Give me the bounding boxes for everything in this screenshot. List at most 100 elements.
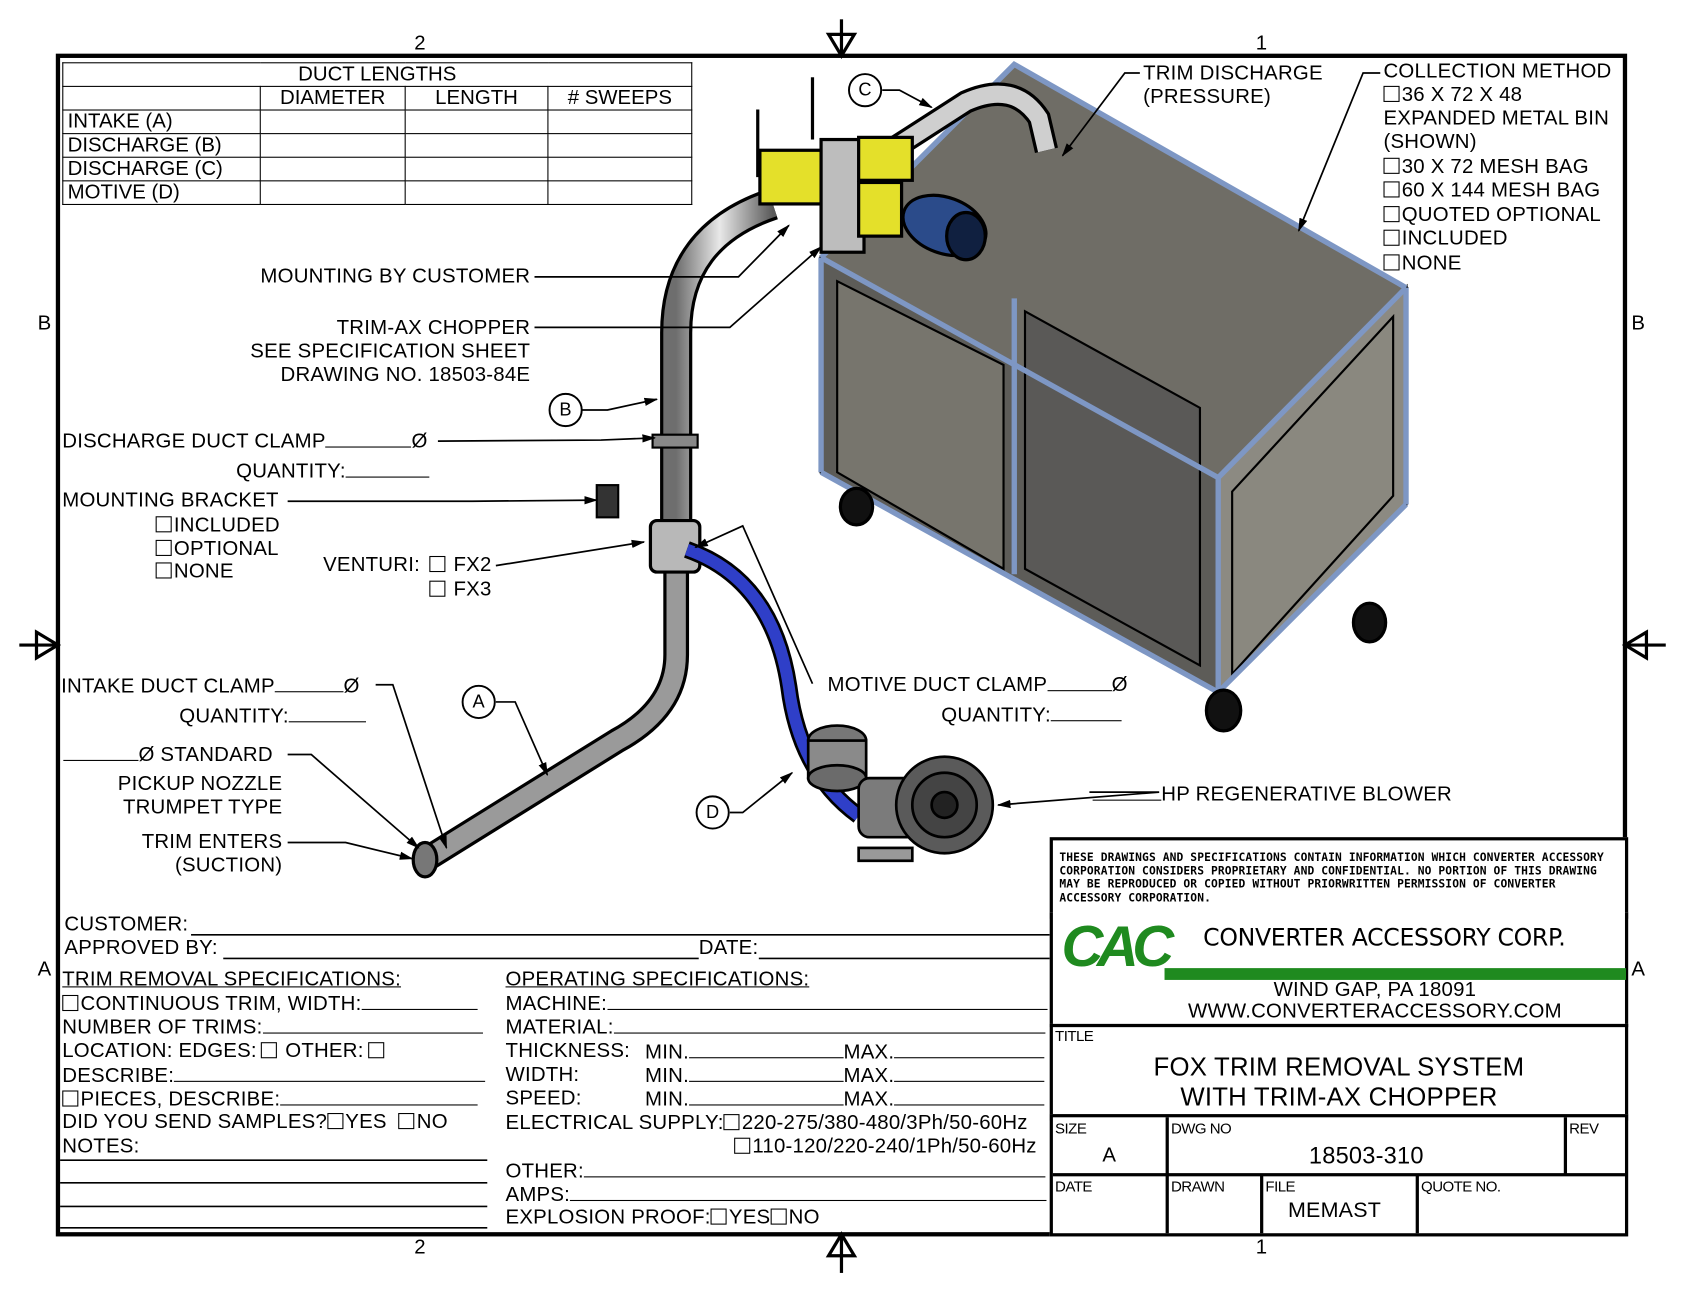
balloon-b-label: B — [559, 399, 572, 420]
length-cell[interactable] — [404, 133, 549, 158]
field-label: DESCRIBE: — [62, 1064, 175, 1088]
checkbox[interactable] — [1383, 229, 1400, 246]
checkbox[interactable] — [155, 562, 172, 579]
intake-quantity-blank[interactable] — [288, 704, 367, 723]
min-label: MIN. — [645, 1088, 689, 1111]
field-blank[interactable] — [570, 1183, 1047, 1202]
option-label: 60 X 144 MESH BAG — [1401, 179, 1601, 202]
duct-col-diameter: DIAMETER — [259, 85, 406, 111]
company-name: CONVERTER ACCESSORY CORP. — [1203, 925, 1566, 953]
blower-hp-blank[interactable] — [1092, 782, 1162, 801]
checkbox[interactable] — [710, 1208, 727, 1225]
balloon-d — [695, 795, 730, 830]
option-label: 30 X 72 MESH BAG — [1401, 155, 1589, 179]
length-cell[interactable] — [404, 156, 549, 182]
field-blank[interactable] — [280, 1087, 478, 1106]
checkbox[interactable] — [62, 1090, 79, 1107]
max-blank[interactable] — [894, 1087, 1045, 1106]
field-blank[interactable] — [262, 1015, 483, 1034]
nozzle-diameter-blank[interactable] — [63, 743, 139, 761]
checkbox[interactable] — [1383, 181, 1400, 198]
max-blank[interactable] — [894, 1040, 1045, 1059]
collection-option-desc: EXPANDED METAL BIN — [1383, 107, 1610, 130]
intake-duct-a — [420, 568, 690, 870]
checkbox[interactable] — [1383, 85, 1400, 102]
collection-option[interactable]: NONE — [1383, 252, 1461, 276]
checkbox[interactable] — [1383, 206, 1400, 223]
bracket-option-included[interactable]: INCLUDED — [155, 514, 280, 538]
option-label: YES — [345, 1110, 387, 1134]
collection-option[interactable]: INCLUDED — [1383, 228, 1507, 252]
checkbox[interactable] — [1383, 254, 1400, 271]
bracket-option-optional[interactable]: OPTIONAL — [155, 538, 279, 562]
duct-col-length: LENGTH — [404, 85, 549, 111]
option-label: YES — [728, 1206, 771, 1229]
field-blank[interactable] — [583, 1159, 1046, 1178]
speed-field: SPEED: — [506, 1087, 582, 1111]
diameter-cell[interactable] — [259, 180, 406, 206]
bracket-option-none[interactable]: NONE — [155, 560, 234, 584]
intake-clamp-diameter-blank[interactable] — [274, 674, 344, 693]
mounting-bracket-label: MOUNTING BRACKET — [62, 489, 279, 512]
checkbox[interactable] — [398, 1113, 415, 1130]
duct-row-label: DISCHARGE (C) — [62, 156, 261, 182]
company-website[interactable]: WWW.CONVERTERACCESSORY.COM — [1187, 1000, 1562, 1023]
venturi-option-fx3[interactable]: FX3 — [429, 579, 491, 603]
diameter-cell[interactable] — [259, 109, 406, 135]
drawing-title-line-2: WITH TRIM-AX CHOPPER — [1180, 1082, 1498, 1112]
min-blank[interactable] — [688, 1040, 844, 1059]
field-label: LOCATION: EDGES: — [62, 1040, 257, 1063]
field-label: PIECES, DESCRIBE: — [80, 1088, 281, 1111]
zone-row-b-right: B — [1631, 312, 1646, 335]
discharge-clamp-diameter-blank[interactable] — [325, 429, 412, 448]
field-label: ELECTRICAL SUPPLY: — [505, 1111, 724, 1135]
motive-quantity-blank[interactable] — [1050, 703, 1122, 722]
field-blank[interactable] — [361, 992, 478, 1010]
option-label: INCLUDED — [173, 514, 280, 537]
checkbox[interactable] — [429, 580, 446, 597]
venturi-option-fx2[interactable]: FX2 — [429, 554, 491, 578]
checkbox[interactable] — [723, 1114, 740, 1131]
sweeps-cell[interactable] — [547, 180, 693, 206]
checkbox[interactable] — [734, 1137, 751, 1154]
max-label: MAX. — [843, 1064, 895, 1088]
min-blank[interactable] — [688, 1064, 844, 1082]
electrical-supply-option-2: 110-120/220-240/1Ph/50-60Hz — [734, 1136, 1037, 1160]
max-blank[interactable] — [894, 1064, 1045, 1082]
checkbox[interactable] — [62, 994, 79, 1012]
balloon-a — [461, 684, 496, 720]
diameter-symbol: Ø — [411, 430, 428, 453]
collection-option[interactable]: 36 X 72 X 48 — [1383, 84, 1522, 108]
field-blank[interactable] — [606, 992, 1048, 1010]
checkbox[interactable] — [261, 1042, 278, 1059]
sweeps-cell[interactable] — [547, 156, 693, 182]
field-blank[interactable] — [613, 1015, 1046, 1034]
sweeps-cell[interactable] — [547, 109, 693, 135]
collection-option[interactable]: 60 X 144 MESH BAG — [1383, 179, 1600, 203]
date-field-label: DATE — [1055, 1177, 1092, 1195]
checkbox[interactable] — [327, 1113, 344, 1130]
collection-option[interactable]: 30 X 72 MESH BAG — [1383, 155, 1589, 180]
field-label: OTHER: — [505, 1160, 584, 1183]
chopper-label-2: SEE SPECIFICATION SHEET — [250, 340, 531, 363]
diameter-cell[interactable] — [259, 156, 406, 182]
checkbox[interactable] — [367, 1042, 384, 1059]
checkbox[interactable] — [155, 539, 172, 556]
checkbox[interactable] — [155, 516, 172, 533]
motive-clamp-diameter-blank[interactable] — [1047, 673, 1112, 692]
pieces-field: PIECES, DESCRIBE: — [62, 1087, 478, 1112]
collection-option[interactable]: QUOTED OPTIONAL — [1383, 204, 1601, 228]
field-label: EXPLOSION PROOF: — [505, 1206, 711, 1229]
sweeps-cell[interactable] — [547, 133, 693, 158]
checkbox[interactable] — [1383, 157, 1400, 174]
min-blank[interactable] — [688, 1087, 844, 1106]
checkbox[interactable] — [770, 1208, 787, 1225]
field-blank[interactable] — [174, 1064, 486, 1082]
diameter-cell[interactable] — [259, 133, 406, 158]
center-marker-top — [825, 19, 858, 59]
checkbox[interactable] — [429, 555, 446, 573]
discharge-quantity-blank[interactable] — [345, 459, 430, 478]
length-cell[interactable] — [404, 109, 549, 135]
length-cell[interactable] — [404, 180, 549, 206]
